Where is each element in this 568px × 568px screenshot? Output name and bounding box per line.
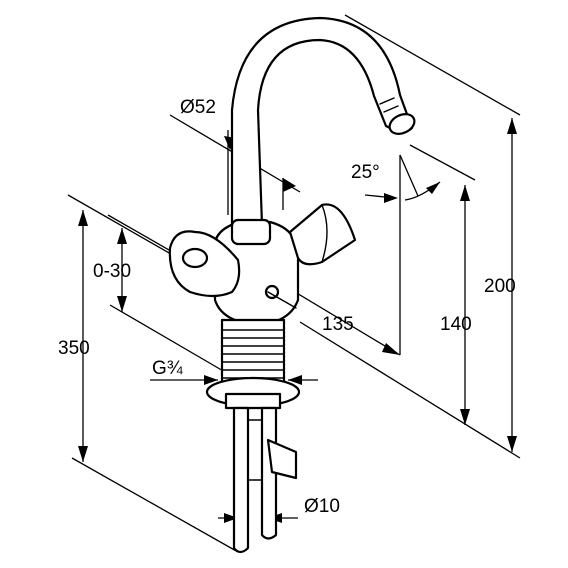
clamping-range-label: 0-30 <box>93 261 131 282</box>
spout-outlet <box>388 113 416 135</box>
total-length-label: 350 <box>58 338 90 359</box>
right-handle <box>288 203 357 266</box>
set-screw <box>264 284 280 300</box>
thread-size-label: G¾ <box>152 358 184 379</box>
hose-diameter-label: Ø10 <box>304 496 340 517</box>
spout-reach-label: 135 <box>322 314 354 335</box>
valve-collar <box>230 218 272 246</box>
hose-right <box>260 406 278 540</box>
outlet-height-label: 140 <box>440 314 472 335</box>
hose-clip <box>266 438 298 480</box>
swivel-angle-label: 25° <box>351 162 380 183</box>
faucet <box>168 16 416 554</box>
spout-height-label: 200 <box>484 276 516 297</box>
outlet-diameter-label: Ø52 <box>180 97 216 118</box>
hose-left <box>232 406 250 554</box>
dimension-labels: Ø52 25° 200 140 135 0-30 350 G¾ Ø10 <box>58 97 516 517</box>
mounting-nut <box>224 392 282 410</box>
